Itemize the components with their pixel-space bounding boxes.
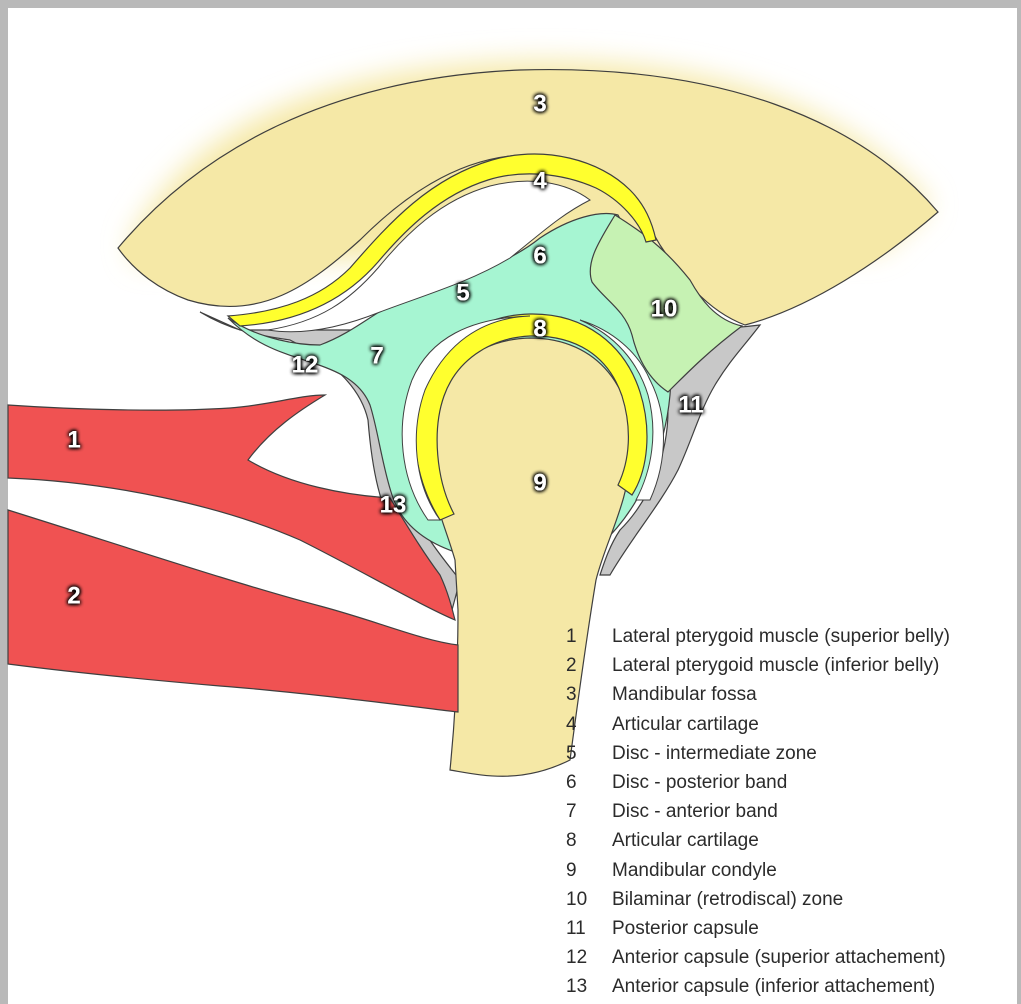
legend-text: Articular cartilage — [612, 714, 759, 735]
legend-text: Mandibular condyle — [612, 860, 777, 881]
label-11: 11 — [678, 392, 703, 419]
legend-number: 9 — [566, 856, 612, 885]
legend-text: Lateral pterygoid muscle (inferior belly… — [612, 655, 939, 676]
legend-number: 3 — [566, 680, 612, 709]
legend-text: Anterior capsule (superior attachement) — [612, 947, 946, 968]
legend-number: 2 — [566, 651, 612, 680]
label-7: 7 — [370, 343, 383, 370]
legend-text: Articular cartilage — [612, 830, 759, 851]
legend-number: 8 — [566, 826, 612, 855]
label-2: 2 — [67, 583, 80, 610]
legend-text: Lateral pterygoid muscle (superior belly… — [612, 626, 950, 647]
label-10: 10 — [651, 296, 678, 323]
legend-number: 1 — [566, 622, 612, 651]
legend-number: 5 — [566, 739, 612, 768]
label-1: 1 — [67, 427, 80, 454]
legend-number: 6 — [566, 768, 612, 797]
legend-text: Disc - intermediate zone — [612, 743, 817, 764]
legend-text: Mandibular fossa — [612, 684, 757, 705]
legend-text: Posterior capsule — [612, 918, 759, 939]
label-3: 3 — [533, 91, 546, 118]
legend-number: 10 — [566, 885, 612, 914]
label-4: 4 — [533, 168, 547, 195]
legend-text: Disc - posterior band — [612, 772, 787, 793]
legend-number: 11 — [566, 914, 612, 943]
legend-number: 7 — [566, 797, 612, 826]
label-13: 13 — [380, 492, 407, 519]
label-8: 8 — [533, 316, 546, 343]
legend-number: 12 — [566, 943, 612, 972]
legend-text: Anterior capsule (inferior attachement) — [612, 976, 935, 997]
label-6: 6 — [533, 243, 546, 270]
label-12: 12 — [292, 352, 319, 379]
legend-number: 13 — [566, 972, 612, 1001]
legend-text: Bilaminar (retrodiscal) zone — [612, 889, 843, 910]
label-5: 5 — [456, 280, 469, 307]
legend-number: 4 — [566, 710, 612, 739]
legend-text: Disc - anterior band — [612, 801, 778, 822]
label-9: 9 — [533, 470, 546, 497]
